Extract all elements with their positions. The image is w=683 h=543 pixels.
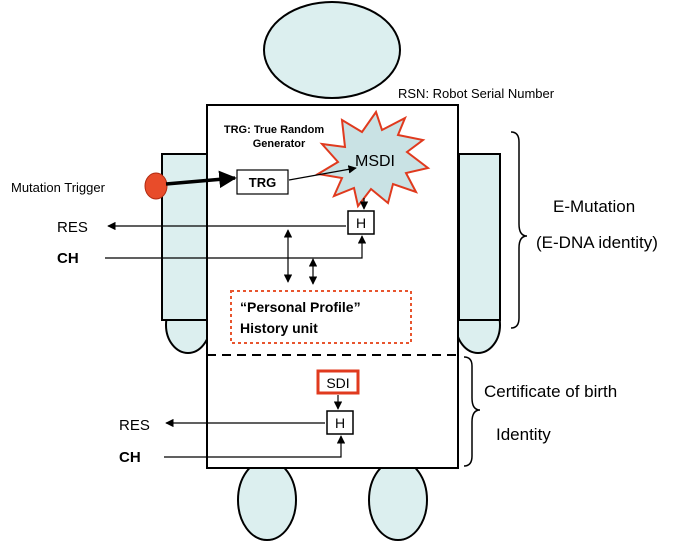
emutation-label-line2: (E-DNA identity) (536, 233, 658, 252)
sdi-label: SDI (326, 375, 349, 391)
res-lower-label: RES (119, 417, 150, 434)
emutation-label-line1: E-Mutation (553, 197, 635, 216)
birth-identity-label-line2: Identity (496, 425, 551, 444)
msdi-label: MSDI (355, 153, 395, 170)
trg-title-line2: Generator (253, 138, 306, 150)
mutation-trigger-label: Mutation Trigger (11, 180, 106, 195)
robot-right-arm (458, 153, 501, 321)
trg-box (236, 169, 289, 195)
emutation-brace (510, 131, 528, 329)
ch-upper-arrow (105, 235, 367, 259)
msdi-starburst (315, 109, 431, 209)
rsn-label: RSN: Robot Serial Number (398, 86, 555, 101)
robot-head (263, 1, 401, 99)
res-upper-label: RES (57, 219, 88, 236)
birth-identity-brace (463, 356, 481, 467)
personal-profile-line2: History unit (240, 320, 318, 336)
hash-box-upper (347, 210, 375, 235)
hash-box-lower (326, 410, 354, 435)
ch-lower-arrow (164, 435, 346, 458)
trigger-to-trg-arrow (165, 170, 237, 189)
robot-right-leg (368, 459, 428, 541)
trg-title-line1: TRG: True Random (224, 124, 324, 136)
hash-label-lower: H (335, 415, 345, 431)
sdi-box (316, 369, 360, 395)
robot-left-leg (237, 459, 297, 541)
birth-identity-label-line1: Certificate of birth (484, 382, 617, 401)
ch-lower-label: CH (119, 449, 141, 466)
trg-box-label: TRG (249, 175, 276, 190)
ch-upper-label: CH (57, 250, 79, 267)
mutation-trigger-button (144, 172, 168, 200)
trg-to-msdi-arrow (288, 165, 357, 181)
personal-profile-line1: “Personal Profile” (240, 299, 361, 315)
robot-left-arm (161, 153, 209, 321)
personal-profile-box (230, 290, 412, 344)
hash-label-upper: H (356, 215, 366, 231)
